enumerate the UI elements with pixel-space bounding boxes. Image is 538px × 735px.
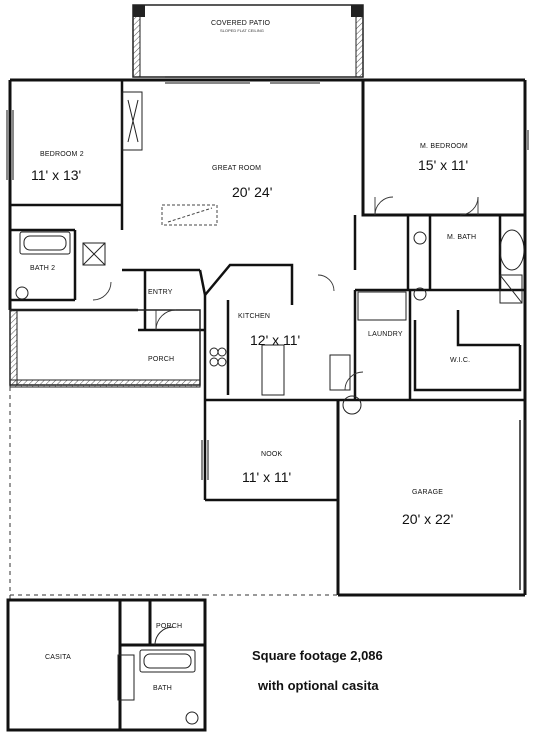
casita-label: CASITA: [45, 654, 71, 661]
kitchen-fixtures: [209, 291, 407, 415]
covered-patio-area: [132, 4, 364, 78]
entry-label: ENTRY: [148, 289, 173, 296]
covered-patio-label: COVERED PATIO: [211, 20, 270, 27]
optional-casita-text: with optional casita: [258, 678, 379, 693]
casita-bath-label: BATH: [153, 685, 172, 692]
exterior-walls: [8, 78, 527, 597]
bath2-label: BATH 2: [30, 265, 55, 272]
covered-patio-note: SLOPED FLAT CEILING: [220, 28, 264, 33]
master-bath-label: M. BATH: [447, 234, 476, 241]
kitchen-size: 12' x 11': [250, 332, 300, 348]
great-room-label: GREAT ROOM: [212, 165, 261, 172]
porch-area: [9, 309, 201, 388]
great-room-feature: [161, 204, 218, 226]
bedroom2-label: BEDROOM 2: [40, 151, 84, 158]
square-footage-text: Square footage 2,086: [252, 648, 383, 663]
garage-door: [519, 420, 526, 590]
yard-outline: [9, 387, 338, 600]
great-room-size: 20' 24': [232, 184, 272, 200]
windows: [6, 76, 529, 480]
interior-walls: [10, 80, 525, 502]
porch-label: PORCH: [148, 356, 174, 363]
casita-porch-label: PORCH: [156, 623, 182, 630]
master-bedroom-size: 15' x 11': [418, 157, 468, 173]
wic-label: W.I.C.: [450, 357, 470, 364]
nook-label: NOOK: [261, 451, 283, 458]
garage-size: 20' x 22': [402, 511, 453, 527]
garage-label: GARAGE: [412, 489, 443, 496]
kitchen-label: KITCHEN: [238, 313, 270, 320]
bedroom2-size: 11' x 13': [31, 167, 81, 183]
room-labels: COVERED PATIO SLOPED FLAT CEILING BEDROO…: [30, 20, 476, 692]
laundry-label: LAUNDRY: [368, 331, 403, 338]
nook-size: 11' x 11': [242, 469, 291, 485]
casita-fixtures: [117, 626, 199, 725]
fireplace: [121, 91, 143, 151]
bath2-fixtures: [15, 231, 106, 300]
master-bath-fixtures: [413, 229, 525, 304]
casita-walls: [6, 598, 207, 732]
master-bedroom-label: M. BEDROOM: [420, 143, 468, 150]
